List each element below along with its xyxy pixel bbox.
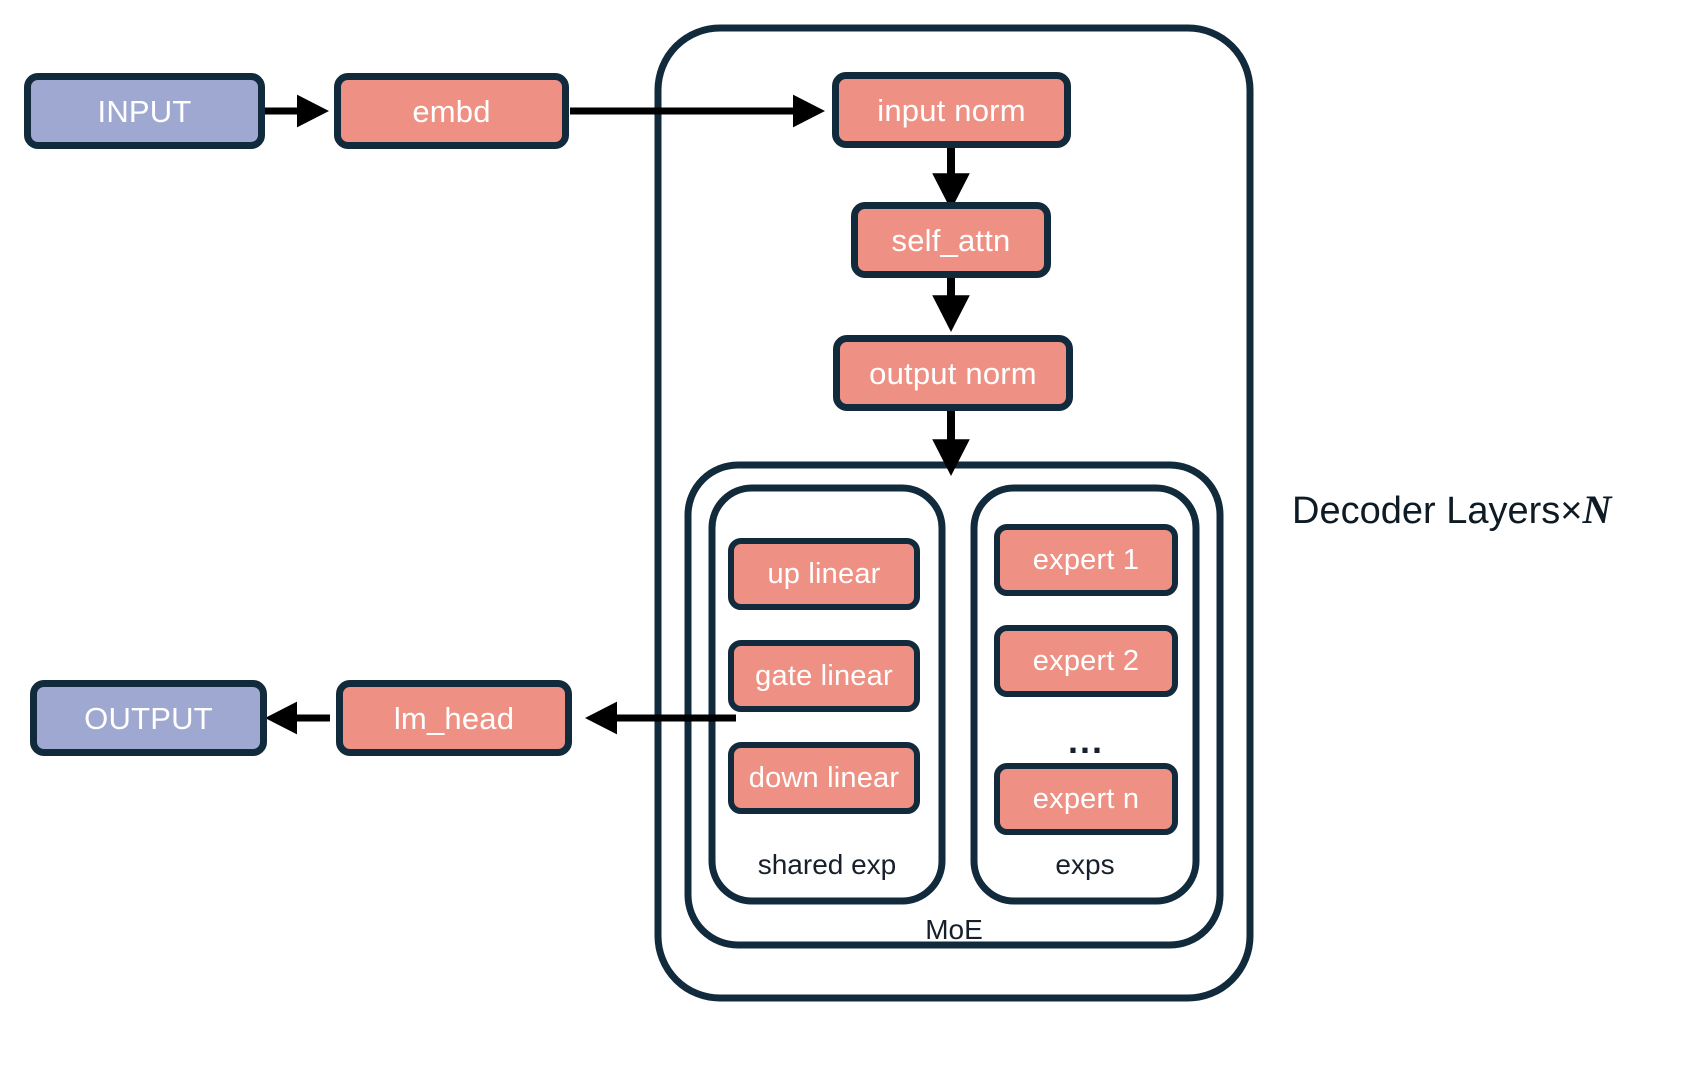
node-down-linear-label: down linear [748,761,900,794]
node-down-linear[interactable]: down linear [728,742,920,814]
node-output-norm-label: output norm [869,355,1037,391]
node-embd-label: embd [412,93,491,129]
decoder-layers-prefix: Decoder Layers× [1292,490,1583,532]
moe-label: MoE [925,914,983,945]
node-expert-1-label: expert 1 [1032,543,1140,576]
node-expert-n[interactable]: expert n [994,763,1178,835]
shared-exp-outline [708,484,946,905]
node-gate-linear-label: gate linear [755,659,893,692]
node-output-label: OUTPUT [84,700,213,736]
node-output[interactable]: OUTPUT [30,680,267,756]
node-expert-2-label: expert 2 [1032,644,1140,677]
node-input-label: INPUT [97,93,192,129]
node-input-norm[interactable]: input norm [832,72,1071,148]
node-output-norm[interactable]: output norm [833,335,1073,411]
node-input-norm-label: input norm [877,92,1026,128]
node-up-linear[interactable]: up linear [728,538,920,610]
shared-exp-label: shared exp [757,849,897,880]
decoder-layers-count: N [1582,487,1612,532]
experts-ellipsis: ... [1067,720,1104,761]
node-embd[interactable]: embd [334,73,569,149]
node-input[interactable]: INPUT [24,73,265,149]
exps-label: exps [1055,849,1115,880]
node-gate-linear[interactable]: gate linear [728,640,920,712]
decoder-layers-label: Decoder Layers×N [1292,487,1612,532]
node-self-attn-label: self_attn [891,222,1011,258]
decoder-layers-outline [654,24,1254,1002]
node-self-attn[interactable]: self_attn [851,202,1051,278]
node-lm-head[interactable]: lm_head [336,680,572,756]
node-expert-1[interactable]: expert 1 [994,524,1178,596]
node-lm-head-label: lm_head [393,700,515,736]
node-expert-n-label: expert n [1032,782,1140,815]
node-expert-2[interactable]: expert 2 [994,625,1178,697]
exps-outline [970,484,1200,905]
node-up-linear-label: up linear [767,557,881,590]
